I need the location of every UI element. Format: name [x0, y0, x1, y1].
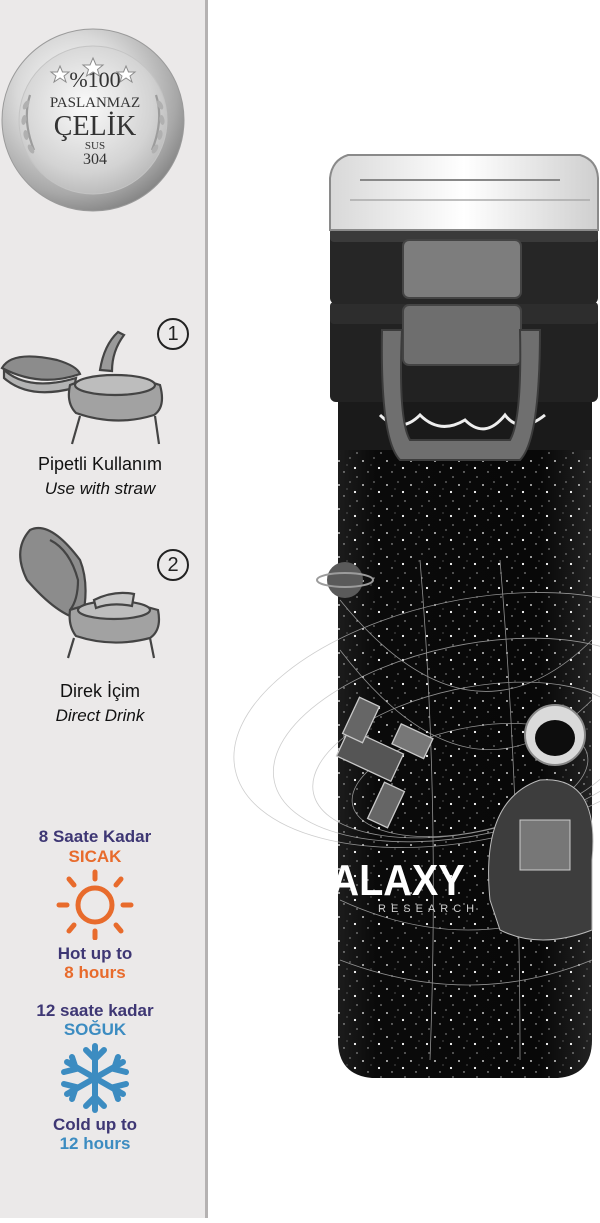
badge-icon	[1, 28, 185, 212]
direct-drink-lid-icon	[19, 526, 161, 659]
badge-text-sus: SUS	[84, 140, 106, 152]
cold-label-tr: SOĞUK	[63, 1020, 127, 1039]
badge-text-stainless: PASLANMAZ	[49, 95, 141, 111]
features-panel: %100 PASLANMAZ ÇELİK SUS 304 1 Pipetli K…	[0, 0, 205, 1218]
badge-text-304: 304	[83, 151, 107, 168]
snowflake-icon	[61, 1043, 129, 1113]
straw-usage-caption: Pipetli Kullanım Use with straw	[0, 454, 200, 499]
stainless-steel-badge: %100 PASLANMAZ ÇELİK SUS 304	[0, 25, 190, 215]
water-bottle-image: GALAXY RESEARCH	[233, 154, 600, 1078]
cold-duration-en: Cold up to	[52, 1115, 138, 1134]
cold-hours-en: 12 hours	[59, 1134, 131, 1153]
direct-drink-en: Direct Drink	[55, 706, 145, 725]
panel-divider	[205, 0, 208, 1218]
step-number-1: 1	[157, 318, 189, 350]
step-number-2: 2	[157, 549, 189, 581]
galaxy-print-text: GALAXY	[300, 855, 465, 904]
hot-duration-en: Hot up to	[57, 944, 133, 963]
hot-label-tr: SICAK	[68, 847, 122, 866]
direct-drink-caption: Direk İçim Direct Drink	[0, 681, 200, 726]
cold-duration-tr: 12 saate kadar	[36, 1001, 154, 1020]
straw-usage-tr: Pipetli Kullanım	[37, 454, 163, 474]
hot-duration-tr: 8 Saate Kadar	[38, 827, 152, 846]
direct-drink-tr: Direk İçim	[60, 681, 140, 701]
sun-icon	[56, 869, 134, 940]
research-print-text: RESEARCH	[378, 903, 479, 915]
straw-usage-en: Use with straw	[44, 479, 156, 498]
badge-text-percent: %100	[69, 67, 121, 92]
badge-text-steel: ÇELİK	[53, 111, 137, 142]
product-image-area: GALAXY RESEARCH	[208, 0, 600, 1218]
straw-lid-icon	[0, 330, 164, 445]
hot-hours-en: 8 hours	[64, 963, 126, 982]
